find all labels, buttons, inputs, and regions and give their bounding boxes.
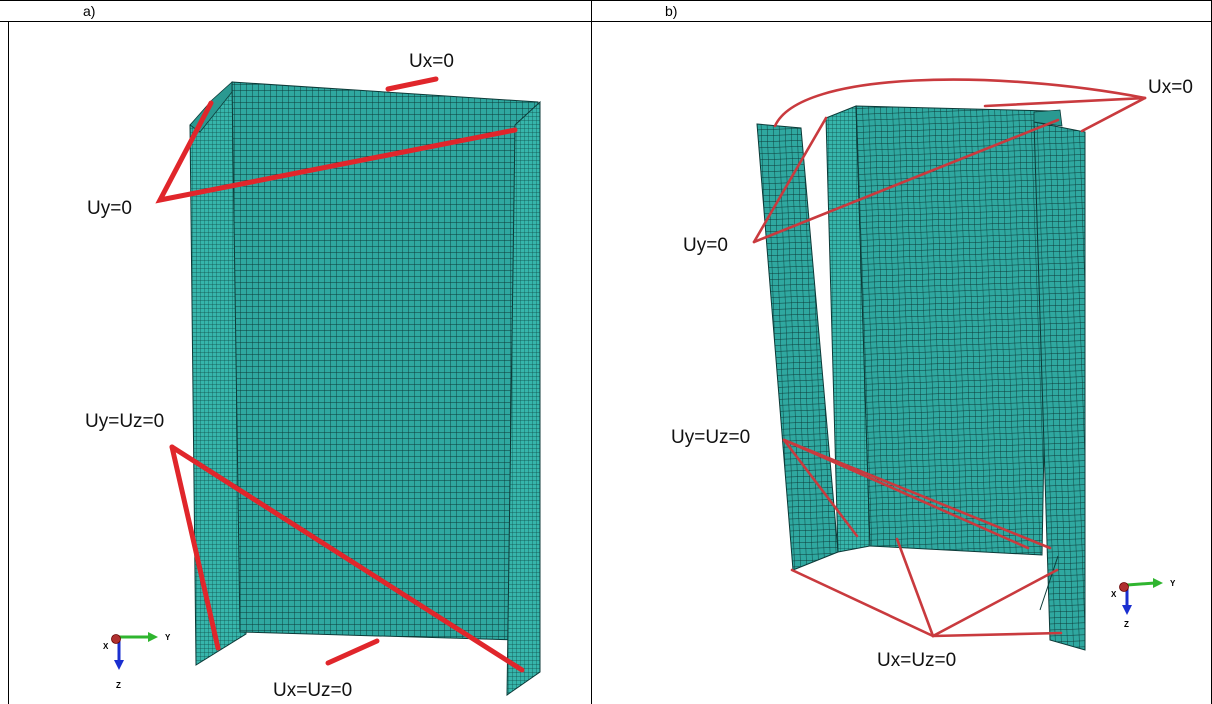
panel-a: a) Ux=0 Uy=0 Uy=Uz=0 Ux=Uz=0 <box>83 3 541 701</box>
label-a-uy: Uy=0 <box>87 198 132 219</box>
axis-a-z: Z <box>116 681 121 690</box>
label-b-uy: Uy=0 <box>683 235 728 256</box>
constraint-lines-a <box>155 76 525 673</box>
label-a-uyuz: Uy=Uz=0 <box>85 411 164 432</box>
axis-b-z: Z <box>1124 620 1129 629</box>
axis-a-y: Y <box>165 633 171 642</box>
web-a <box>231 81 539 641</box>
channel-mesh-b <box>756 105 1086 651</box>
label-a-ux: Ux=0 <box>409 51 454 72</box>
label-b-uyuz: Uy=Uz=0 <box>671 427 750 448</box>
web-b <box>855 105 1051 556</box>
channel-mesh-a <box>189 81 541 696</box>
label-b-uxuz: Ux=Uz=0 <box>877 650 956 671</box>
axis-triad-a: Y X Z <box>103 632 171 690</box>
right-flange-a <box>506 100 541 696</box>
right-flange-b <box>1033 121 1086 651</box>
constraint-lines-b <box>752 78 1147 638</box>
axis-b-y: Y <box>1170 579 1176 588</box>
label-b-ux: Ux=0 <box>1148 77 1193 98</box>
axis-b-x: X <box>1111 590 1117 599</box>
axis-a-x: X <box>103 642 109 651</box>
panel-b: b) <box>665 3 1193 671</box>
label-a-uxuz: Ux=Uz=0 <box>273 680 352 701</box>
panel-b-label: b) <box>665 3 677 19</box>
panel-a-label: a) <box>83 3 95 19</box>
axis-triad-b: Y X Z <box>1111 578 1176 629</box>
left-flange-b <box>756 123 839 571</box>
